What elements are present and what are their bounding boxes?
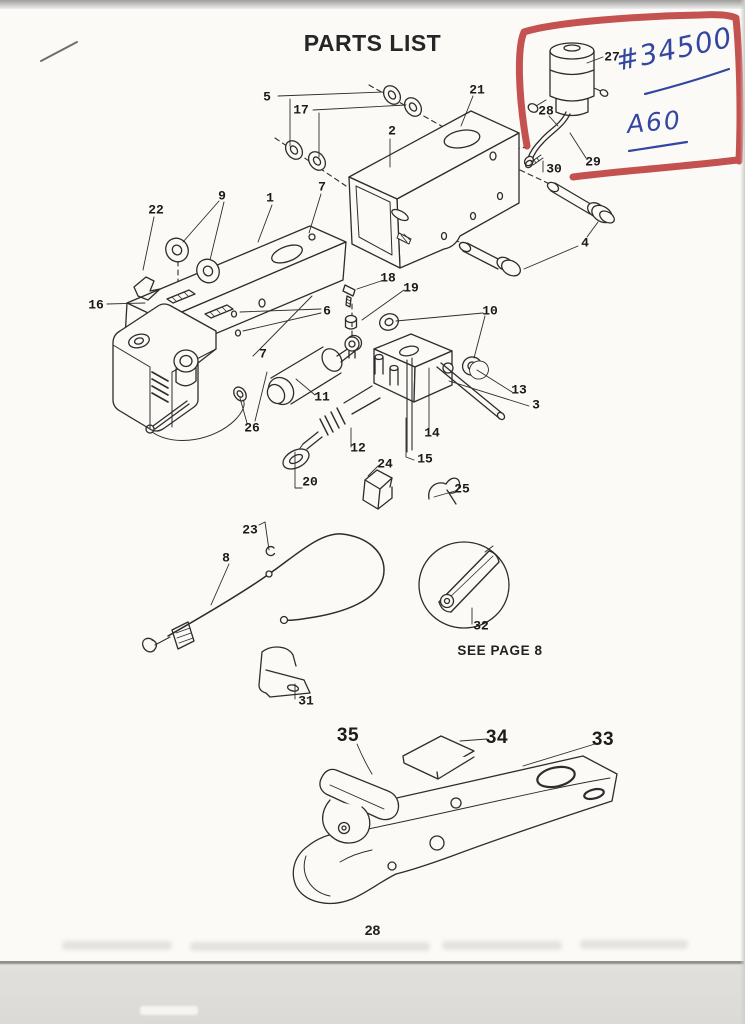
part-label-28: 28 — [538, 103, 554, 119]
cap-32 — [418, 541, 510, 629]
part-label-5: 5 — [263, 89, 271, 105]
latch-35 — [319, 768, 400, 844]
pump-27 — [527, 42, 609, 117]
part-label-29: 29 — [585, 154, 601, 170]
pad-34 — [402, 735, 475, 780]
part-label-1: 1 — [266, 190, 274, 206]
part-label-32: 32 — [473, 618, 489, 634]
part-label-16: 16 — [88, 297, 104, 313]
part-label-26: 26 — [244, 420, 260, 436]
part-label-25: 25 — [454, 481, 470, 497]
fitting-30 — [524, 154, 544, 169]
part-label-22: 22 — [148, 202, 164, 218]
part-label-7: 7 — [318, 179, 326, 195]
part-label-7-2: 7 — [259, 346, 267, 362]
part-label-20: 20 — [302, 474, 318, 490]
see-page-note: SEE PAGE 8 — [457, 643, 543, 658]
leader-lines — [106, 56, 604, 775]
part-label-12: 12 — [350, 440, 366, 456]
link-20 — [282, 448, 310, 470]
part-label-30: 30 — [546, 161, 562, 177]
part-label-11: 11 — [314, 389, 330, 405]
part-label-9: 9 — [218, 188, 226, 204]
cable-8 — [141, 533, 385, 653]
bleedthrough-text — [580, 940, 688, 949]
bleedthrough-text — [62, 941, 172, 950]
bolts-4 — [458, 181, 615, 277]
coupler-33 — [292, 755, 618, 905]
red-annotation-box — [515, 11, 744, 181]
part-label-14: 14 — [424, 425, 440, 441]
slide-bracket-14-15 — [373, 333, 506, 453]
handwriting-underlines — [627, 67, 731, 153]
rollers-9 — [165, 237, 220, 284]
clip-25 — [428, 477, 461, 505]
part-label-23: 23 — [242, 522, 258, 538]
bracket-31 — [258, 646, 311, 698]
part-label-8: 8 — [222, 550, 230, 566]
part-label-35: 35 — [336, 725, 360, 746]
shell-16 — [112, 303, 217, 432]
part-label-10: 10 — [482, 303, 498, 319]
part-label-21: 21 — [469, 82, 485, 98]
clip-23 — [265, 545, 276, 557]
part-label-24: 24 — [377, 456, 393, 472]
bracket-24 — [362, 469, 393, 510]
scan-edge-right — [740, 0, 745, 1024]
outer-case-2 — [348, 110, 520, 269]
page-title: PARTS LIST — [303, 30, 442, 56]
part-label-27: 27 — [604, 49, 620, 65]
handwritten-model-code: A60 — [625, 105, 683, 139]
screw-18 — [342, 284, 356, 308]
part-label-18: 18 — [380, 270, 396, 286]
bleedthrough-text — [190, 942, 430, 951]
page-number: 28 — [364, 922, 381, 938]
bushing-19 — [344, 314, 358, 330]
clip-22 — [133, 276, 161, 301]
part-label-15: 15 — [417, 451, 433, 467]
part-label-6: 6 — [323, 303, 331, 319]
lever-26 — [145, 386, 247, 441]
part-label-34: 34 — [485, 727, 509, 748]
pen-mark — [40, 41, 78, 62]
scan-edge-artifact — [140, 1006, 198, 1015]
part-label-4: 4 — [581, 235, 589, 251]
part-label-31: 31 — [298, 693, 314, 709]
part-label-2: 2 — [388, 123, 396, 139]
part-label-19: 19 — [403, 280, 419, 296]
bleedthrough-text — [442, 941, 562, 950]
scan-edge-top — [0, 0, 745, 9]
part-label-33: 33 — [591, 729, 615, 750]
part-label-3: 3 — [532, 397, 540, 413]
scan-edge-bottom — [0, 961, 745, 1024]
part-label-17: 17 — [293, 102, 309, 118]
part-label-13: 13 — [511, 382, 527, 398]
rod-eye-fitting — [344, 336, 360, 359]
